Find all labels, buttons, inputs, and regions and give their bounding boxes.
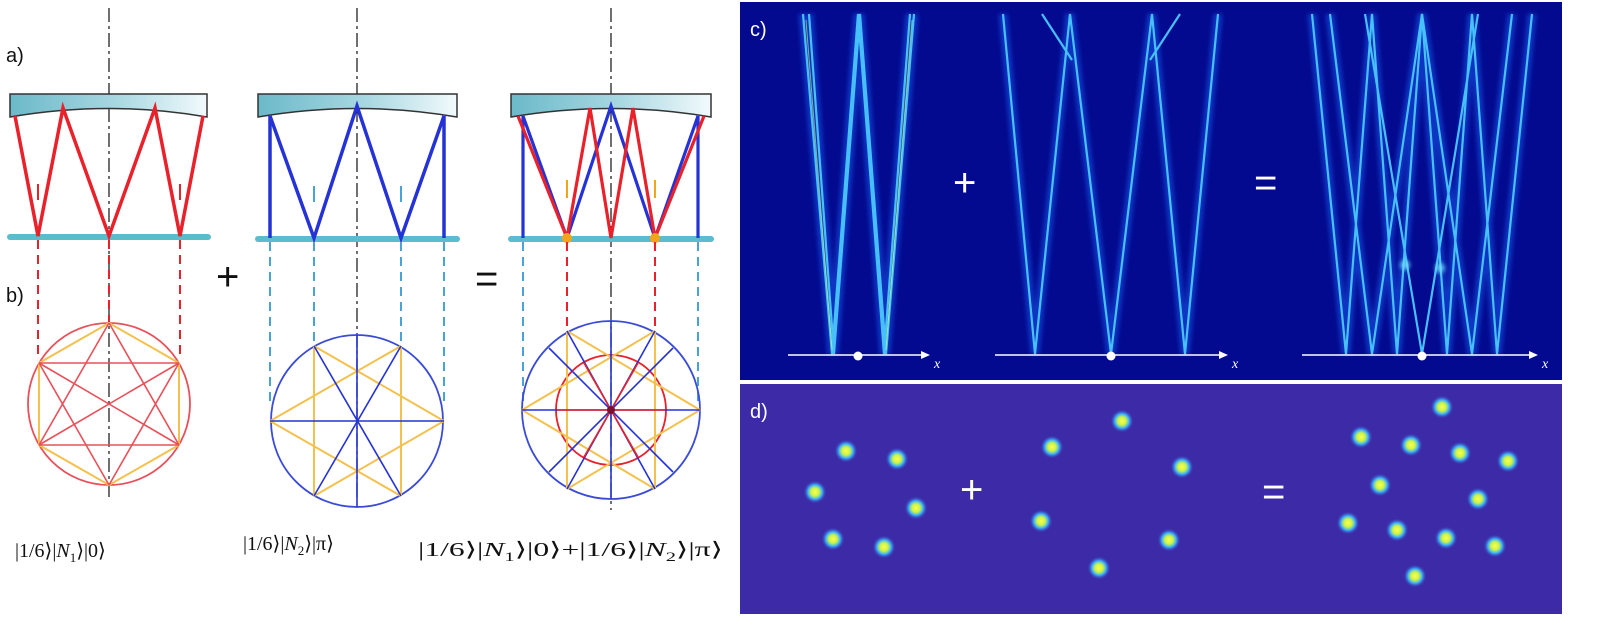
label-b: b): [6, 285, 24, 307]
plus-sign-d: +: [960, 468, 983, 512]
equals-sign-c: =: [1254, 161, 1277, 205]
cavity-2: [255, 8, 460, 508]
spot-pattern-1: [803, 439, 928, 559]
blue-projections-2: [269, 242, 445, 404]
x-axis-1: [788, 351, 930, 361]
plus-sign-c: +: [953, 161, 976, 205]
light-spot: [1403, 564, 1427, 588]
equals-sign-d: =: [1262, 470, 1285, 514]
center-point-3: [607, 406, 615, 414]
panel-d: d) + =: [740, 384, 1562, 614]
light-spot: [1040, 435, 1064, 459]
light-spot: [1157, 528, 1181, 552]
state-label-2: |1/6⟩|N2⟩|π⟩: [243, 533, 334, 558]
beam-traces-1: [798, 13, 919, 355]
light-spot: [1483, 534, 1507, 558]
light-spot: [1430, 395, 1454, 419]
light-spot: [1448, 441, 1472, 465]
light-spot: [1170, 455, 1194, 479]
x-axis-label-1: x: [933, 357, 941, 372]
flat-mirror-2: [255, 236, 460, 242]
light-spot: [885, 447, 909, 471]
light-spot: [1110, 409, 1134, 433]
flat-mirror-3: [508, 236, 714, 242]
cavity-sum: [508, 8, 714, 510]
x-axis-label-2: x: [1231, 357, 1239, 372]
label-d: d): [750, 401, 768, 423]
blue-star-2: [270, 335, 444, 507]
light-spot: [1466, 487, 1490, 511]
light-spot: [1368, 473, 1392, 497]
overlap-spot-3a: [562, 233, 572, 243]
x-axis-2: [995, 351, 1228, 361]
cavity-1: [7, 8, 211, 500]
light-spot: [872, 535, 896, 559]
spot-pattern-3: [1336, 395, 1520, 588]
light-spot: [803, 480, 827, 504]
red-beam-path-1: [13, 101, 205, 242]
label-a: a): [6, 45, 24, 67]
red-hexagram-1: [38, 322, 180, 486]
light-spot: [1399, 433, 1423, 457]
panel-c: c): [740, 2, 1562, 380]
light-spot: [1029, 509, 1053, 533]
spot-pattern-2: [1029, 409, 1194, 580]
x-axis-3: [1302, 351, 1538, 361]
light-spot: [1496, 449, 1520, 473]
light-spot: [834, 439, 858, 463]
light-spot: [1385, 518, 1409, 542]
light-spot: [1349, 425, 1373, 449]
label-c: c): [750, 19, 767, 41]
blue-beam-path-2: [268, 100, 446, 244]
beam-traces-3: [1307, 13, 1537, 355]
equals-sign-ab: =: [475, 257, 498, 301]
state-label-1: |1/6⟩|N1⟩|0⟩: [15, 540, 106, 565]
light-spot: [1087, 556, 1111, 580]
light-spot: [904, 496, 928, 520]
light-spot: [1336, 511, 1360, 535]
x-axis-label-3: x: [1541, 357, 1549, 372]
light-spot: [1434, 526, 1458, 550]
plus-sign-ab: +: [216, 255, 239, 299]
light-spot: [821, 527, 845, 551]
overlap-spot-3b: [650, 233, 660, 243]
